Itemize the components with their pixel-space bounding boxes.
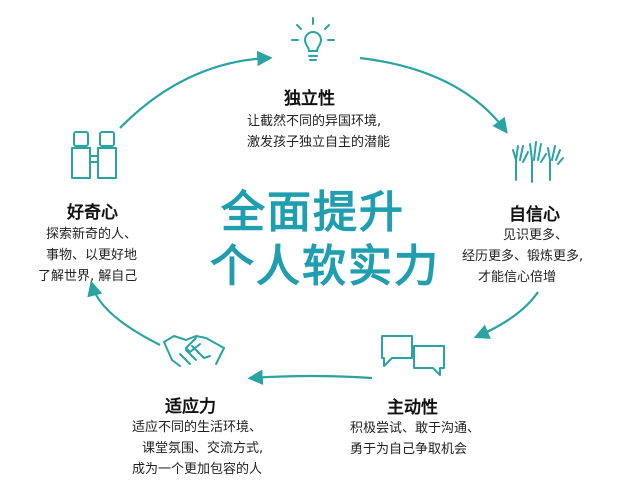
arrow-independence-to-confidence [359,56,508,134]
arrow-initiative-to-adaptability [247,369,373,385]
node-title-initiative: 主动性 [387,398,438,418]
node-desc-confidence-1: 见识更多、 [503,228,569,243]
node-title-independence: 独立性 [284,89,335,109]
handshake-icon [163,335,225,367]
node-desc-initiative-2: 勇于为自己争取机会 [350,442,468,457]
node-desc-confidence-2: 经历更多、锻炼更多, [462,249,584,264]
node-desc-independence-2: 激发孩子独立自主的潜能 [247,135,391,150]
node-desc-independence-1: 让截然不同的异国环境, [247,114,382,129]
arrow-adaptability-to-curiosity [87,280,161,346]
binoculars-icon [71,131,117,179]
chat-bubbles-icon [381,335,445,376]
node-desc-adaptability-1: 适应不同的生活环境、 [132,420,263,435]
arrow-confidence-to-initiative [473,291,539,339]
raised-hands-icon [512,141,564,183]
center-title-line2: 个人软实力 [210,241,440,292]
node-desc-adaptability-2: 课堂氛围、交流方式, [142,441,264,456]
node-desc-curiosity-3: 了解世界, 解自己 [38,269,138,284]
node-desc-confidence-3: 才能信心倍增 [478,270,557,285]
node-desc-adaptability-3: 成为一个更加包容的人 [132,462,263,477]
node-title-confidence: 自信心 [509,205,560,225]
lightbulb-icon [291,17,335,61]
node-desc-curiosity-1: 探索新奇的人、 [46,227,138,242]
node-title-adaptability: 适应力 [165,397,216,417]
node-desc-initiative-1: 积极尝试、敢于沟通、 [350,421,481,436]
arrow-curiosity-to-independence [119,50,273,129]
node-title-curiosity: 好奇心 [67,203,118,223]
node-desc-curiosity-2: 事物、以更好地 [46,248,138,263]
center-title-line1: 全面提升 [221,187,405,238]
